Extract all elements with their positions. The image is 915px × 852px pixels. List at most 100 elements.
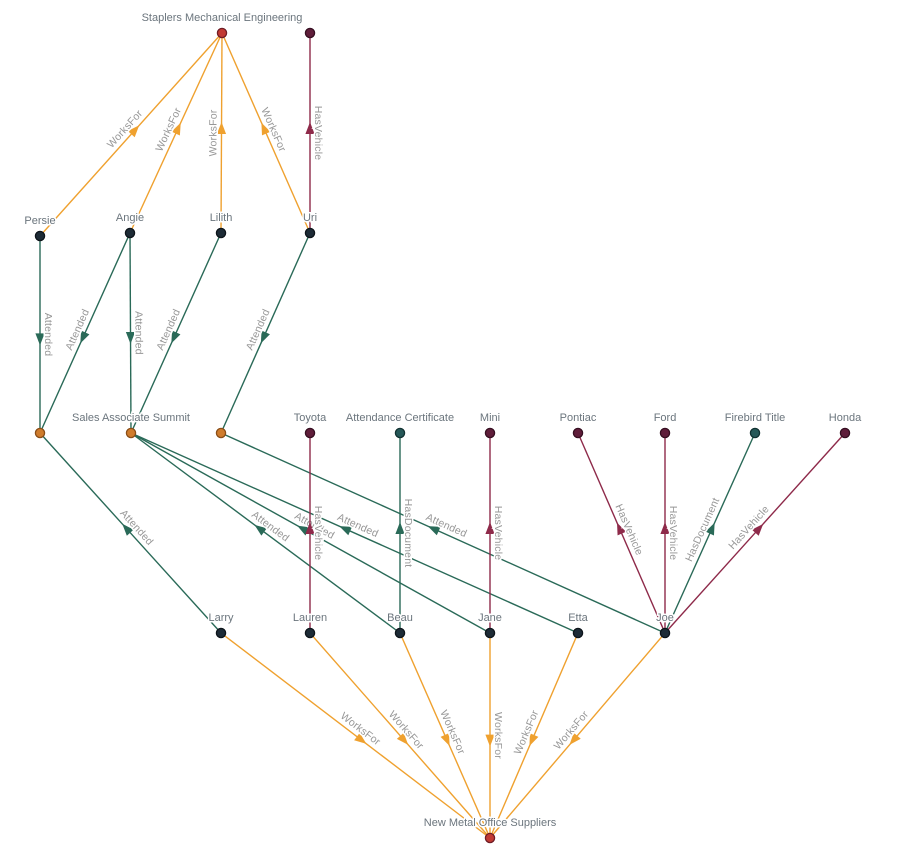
node-mini[interactable] [484,427,496,439]
node-label-staplers: Staplers Mechanical Engineering [142,12,303,24]
edge-label-etta-new_metal: WorksFor [512,708,542,756]
node-label-summit: Sales Associate Summit [72,412,190,424]
edge-arrow-joe-new_metal [569,732,581,745]
node-label-etta: Etta [568,612,588,624]
edge-arrow-uri-event_right [260,330,270,344]
node-event_left[interactable] [34,427,46,439]
node-label-persie: Persie [24,215,55,227]
edge-joe-event_right[interactable] [220,432,666,634]
edge-label-joe-new_metal: WorksFor [552,708,592,752]
edge-arrow-etta-summit [339,526,353,536]
edge-joe-new_metal[interactable] [489,632,666,839]
edge-label-beau-attendance_certificate: HasDocument [402,499,414,568]
node-label-jane: Jane [478,612,502,624]
edge-arrow-beau-attendance_certificate [395,522,405,534]
node-label-uri: Uri [303,212,317,224]
edge-arrow-lilith-summit [171,330,181,344]
edge-label-joe-honda: HasVehicle [726,503,771,552]
node-joe[interactable] [659,627,671,639]
node-label-mini: Mini [480,412,500,424]
edge-label-lauren-new_metal: WorksFor [386,709,426,752]
node-label-toyota: Toyota [294,412,327,424]
node-label-beau: Beau [387,612,413,624]
node-beau[interactable] [394,627,406,639]
edge-label-joe-firebird_title: HasDocument [683,496,722,564]
node-label-pontiac: Pontiac [560,412,597,424]
node-label-angie: Angie [116,212,144,224]
node-lilith[interactable] [215,227,227,239]
edge-arrow-joe-event_right [427,526,441,536]
edge-label-jane-new_metal: WorksFor [492,712,504,759]
edge-label-uri-uri_vehicle: HasVehicle [312,106,324,161]
node-lauren[interactable] [304,627,316,639]
edge-label-persie-staplers: WorksFor [105,107,145,150]
edge-arrow-uri-uri_vehicle [305,122,315,134]
node-attendance_certificate[interactable] [394,427,406,439]
edge-label-joe-ford: HasVehicle [667,506,679,561]
edge-arrow-jane-mini [485,522,495,534]
node-persie[interactable] [34,230,46,242]
edge-arrow-angie-summit [125,331,136,344]
edge-arrow-larry-new_metal [354,732,367,744]
node-label-lauren: Lauren [293,612,327,624]
node-label-larry: Larry [208,612,234,624]
node-label-honda: Honda [829,412,862,424]
node-etta[interactable] [572,627,584,639]
node-angie[interactable] [124,227,136,239]
edge-label-beau-summit: Attended [249,509,291,545]
node-larry[interactable] [215,627,227,639]
node-label-new_metal: New Metal Office Suppliers [424,817,557,829]
edge-arrow-beau-new_metal [440,733,450,747]
edge-joe-honda[interactable] [664,432,846,634]
edge-arrow-persie-staplers [127,125,140,138]
edge-label-lauren-toyota: HasVehicle [312,506,324,561]
node-event_right[interactable] [215,427,227,439]
edge-label-uri-event_right: Attended [244,307,273,352]
edge-arrow-lauren-new_metal [396,732,409,745]
edge-arrow-beau-summit [254,524,267,536]
node-summit[interactable] [125,427,137,439]
edge-label-lilith-summit: Attended [154,307,183,352]
edge-arrow-angie-event_left [80,330,90,344]
edge-arrow-persie-event_left [35,333,45,346]
edge-arrow-jane-new_metal [485,734,495,747]
edge-label-larry-new_metal: WorksFor [338,710,383,748]
edge-label-etta-summit: Attended [335,511,380,540]
edge-arrow-uri-staplers [261,122,271,136]
node-firebird_title[interactable] [749,427,761,439]
node-label-attendance_certificate: Attendance Certificate [346,412,454,424]
edge-larry-new_metal[interactable] [220,632,491,839]
edge-label-jane-mini: HasVehicle [492,506,504,561]
edge-label-joe-event_right: Attended [424,511,469,540]
edge-arrow-joe-firebird_title [705,522,715,536]
node-ford[interactable] [659,427,671,439]
node-label-ford: Ford [654,412,677,424]
node-uri[interactable] [304,227,316,239]
node-pontiac[interactable] [572,427,584,439]
edge-label-lilith-staplers: WorksFor [207,109,219,156]
node-new_metal[interactable] [484,832,496,844]
edge-persie-staplers[interactable] [39,32,223,237]
edge-arrow-joe-pontiac [617,522,627,536]
edge-arrow-lauren-toyota [305,522,315,534]
edge-beau-summit[interactable] [130,432,401,634]
node-jane[interactable] [484,627,496,639]
edge-label-angie-summit: Attended [132,311,144,355]
node-label-lilith: Lilith [210,212,233,224]
edge-label-angie-event_left: Attended [63,307,92,352]
edge-larry-event_left[interactable] [39,432,222,634]
node-honda[interactable] [839,427,851,439]
edge-arrow-joe-honda [751,523,764,536]
node-toyota[interactable] [304,427,316,439]
node-uri_vehicle[interactable] [304,27,316,39]
edge-arrow-angie-staplers [171,122,181,136]
edge-arrow-lilith-staplers [216,122,227,135]
node-staplers[interactable] [216,27,228,39]
edge-lauren-new_metal[interactable] [309,632,491,839]
edge-label-beau-new_metal: WorksFor [437,708,467,756]
edge-etta-summit[interactable] [130,432,579,634]
edge-arrow-joe-ford [660,522,670,534]
